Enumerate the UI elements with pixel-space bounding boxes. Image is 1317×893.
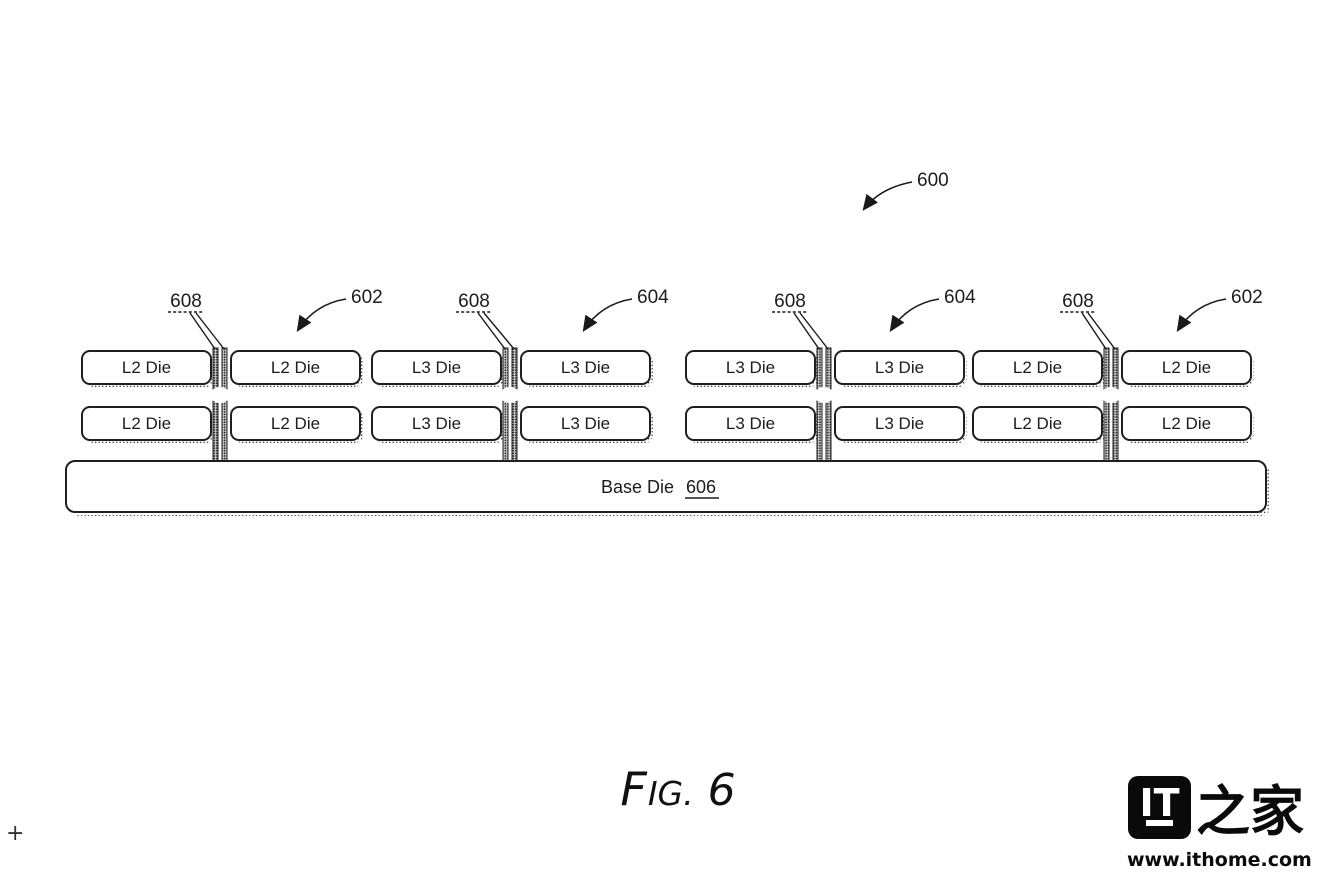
- tsv-connector-bar: [511, 347, 518, 463]
- ref-608-leader: [793, 312, 820, 350]
- die-label: L2 Die: [1162, 414, 1211, 433]
- connector-pinch: [1101, 387, 1121, 403]
- ref-608-label: 608: [458, 291, 490, 312]
- tsv-connector-bar: [825, 347, 832, 463]
- tsv-connector-bar: [221, 347, 228, 463]
- caption-lead: F: [620, 762, 647, 816]
- ref-604-label: 604: [637, 287, 669, 308]
- die-label: L2 Die: [1013, 414, 1062, 433]
- die-label: L3 Die: [561, 414, 610, 433]
- ref-608-label: 608: [1062, 291, 1094, 312]
- caption-number: 6: [708, 765, 736, 816]
- die-box: [520, 350, 651, 385]
- die-box: [230, 406, 361, 441]
- die-label: L3 Die: [561, 358, 610, 377]
- ithome-logo-box: [1128, 776, 1191, 839]
- tsv-connector-bar: [816, 347, 823, 463]
- die-box: [1121, 350, 1252, 385]
- die-box: [230, 350, 361, 385]
- ref-602-label: 602: [1231, 287, 1263, 308]
- die-box: [81, 350, 212, 385]
- die-group-602-left: L2 Die L2 Die L2 Die L2 Die 608 602: [81, 287, 383, 463]
- die-label: L3 Die: [726, 414, 775, 433]
- ref-608-label: 608: [170, 291, 202, 312]
- die-group-604-right: L3 Die L3 Die L3 Die L3 Die 608 604: [685, 287, 976, 463]
- ref-608-leader: [483, 312, 515, 350]
- die-box: [520, 406, 651, 441]
- ref-600-leader-arrow: [862, 181, 913, 211]
- die-box: [81, 406, 212, 441]
- registration-mark: +: [6, 821, 24, 846]
- ithome-logo-it: IT: [1139, 781, 1179, 825]
- ref-602-label: 602: [351, 287, 383, 308]
- die-label: L3 Die: [875, 358, 924, 377]
- ref-604-label: 604: [944, 287, 976, 308]
- ref-608-leader: [1081, 312, 1107, 350]
- tsv-connector-bar: [1112, 347, 1119, 463]
- svg-text:FIG.6: FIG. 6: [620, 762, 735, 816]
- die-box: [1121, 406, 1252, 441]
- ref-608-leader: [799, 312, 829, 350]
- tsv-connector-bar: [502, 347, 509, 463]
- die-label: L3 Die: [412, 414, 461, 433]
- die-label: L2 Die: [122, 414, 171, 433]
- caption-small: IG.: [648, 774, 694, 813]
- ref-608-leader: [1087, 312, 1116, 350]
- ref-606-label: 606: [686, 477, 716, 497]
- tsv-connector-bar: [212, 347, 219, 463]
- die-box: [972, 350, 1103, 385]
- die-box: [972, 406, 1103, 441]
- connector-pinch: [814, 387, 834, 403]
- die-box: [834, 350, 965, 385]
- figure-caption: FIG. 6: [620, 762, 735, 816]
- ref-604-leader-arrow: [889, 298, 940, 333]
- ithome-logo-cjk: 之家: [1196, 780, 1304, 843]
- die-box: [685, 350, 816, 385]
- die-label: L2 Die: [1162, 358, 1211, 377]
- die-label: L2 Die: [122, 358, 171, 377]
- connector-pinch: [210, 387, 230, 403]
- ref-602-leader-arrow: [296, 298, 347, 333]
- ref-608-leader: [477, 312, 506, 350]
- die-box: [371, 406, 502, 441]
- die-group-602-right: L2 Die L2 Die L2 Die L2 Die 608 602: [972, 287, 1263, 463]
- connector-pinch: [500, 387, 520, 403]
- base-die-label: Base Die: [601, 477, 674, 497]
- die-group-604-left: L3 Die L3 Die L3 Die L3 Die 608 604: [371, 287, 669, 463]
- base-die-outline: [65, 460, 1267, 513]
- die-box: [685, 406, 816, 441]
- ithome-url: www.ithome.com: [1127, 849, 1312, 871]
- ref-608-leader: [195, 312, 225, 350]
- ref-600-label: 600: [917, 170, 949, 191]
- tsv-connector-bar: [1103, 347, 1110, 463]
- ref-608-label: 608: [774, 291, 806, 312]
- ref-604-leader-arrow: [582, 298, 633, 333]
- ref-608-leader: [189, 312, 216, 350]
- ithome-logo-underscore: [1146, 820, 1173, 826]
- watermark: IT 之家 www.ithome.com: [1127, 776, 1312, 871]
- die-label: L2 Die: [1013, 358, 1062, 377]
- base-die: Base Die 606: [65, 460, 1270, 516]
- die-label: L3 Die: [875, 414, 924, 433]
- die-box: [371, 350, 502, 385]
- die-label: L3 Die: [412, 358, 461, 377]
- die-label: L3 Die: [726, 358, 775, 377]
- die-label: L2 Die: [271, 414, 320, 433]
- die-label: L2 Die: [271, 358, 320, 377]
- ref-602-leader-arrow: [1176, 298, 1227, 333]
- die-box: [834, 406, 965, 441]
